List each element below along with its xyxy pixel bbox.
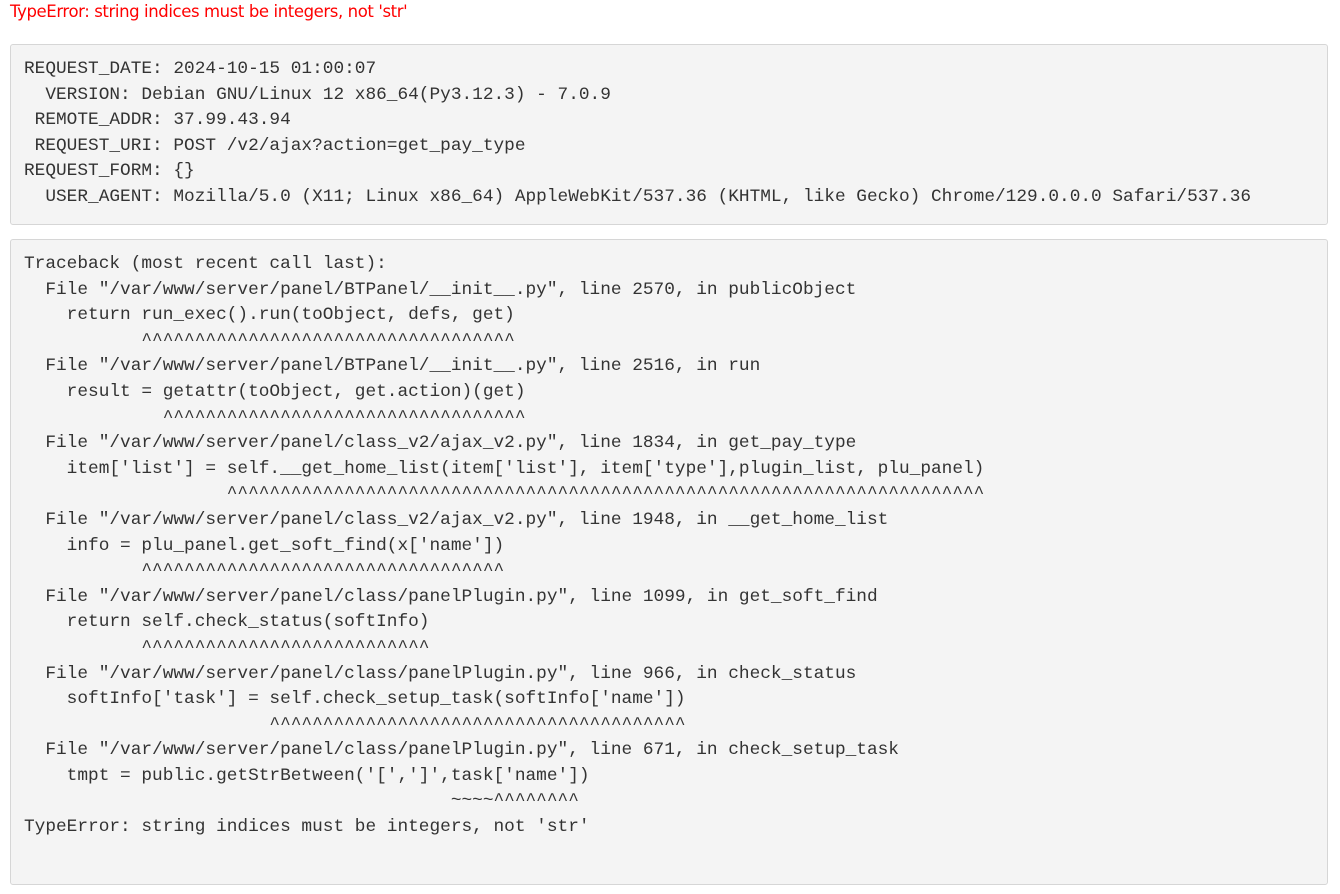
traceback-line: TypeError: string indices must be intege… (24, 817, 590, 838)
error-title: TypeError: string indices must be intege… (10, 2, 408, 21)
request-info-line: REQUEST_URI: POST /v2/ajax?action=get_pa… (24, 135, 526, 156)
traceback-line: softInfo['task'] = self.check_setup_task… (24, 689, 686, 710)
traceback-line: tmpt = public.getStrBetween('[',']',task… (24, 765, 590, 786)
traceback-line: ^^^^^^^^^^^^^^^^^^^^^^^^^^^^^^^^^^ (24, 561, 505, 582)
request-info-line: REMOTE_ADDR: 37.99.43.94 (24, 110, 291, 131)
request-info-line: REQUEST_FORM: {} (24, 161, 195, 182)
request-info-line: REQUEST_DATE: 2024-10-15 01:00:07 (24, 59, 377, 79)
traceback-line: ^^^^^^^^^^^^^^^^^^^^^^^^^^^^^^^^^^^^^^^ (24, 714, 686, 735)
traceback-line: File "/var/www/server/panel/class_v2/aja… (24, 509, 889, 530)
traceback-line: File "/var/www/server/panel/class/panelP… (24, 663, 857, 684)
traceback-line: ^^^^^^^^^^^^^^^^^^^^^^^^^^^ (24, 637, 430, 658)
traceback-line: result = getattr(toObject, get.action)(g… (24, 381, 526, 402)
traceback-line: ^^^^^^^^^^^^^^^^^^^^^^^^^^^^^^^^^^ (24, 407, 526, 428)
traceback-line: info = plu_panel.get_soft_find(x['name']… (24, 535, 505, 556)
traceback-line: ~~~~^^^^^^^^ (24, 791, 579, 812)
request-info-text: REQUEST_DATE: 2024-10-15 01:00:07 VERSIO… (24, 57, 1314, 211)
traceback-line: ^^^^^^^^^^^^^^^^^^^^^^^^^^^^^^^^^^^ (24, 330, 515, 351)
traceback-line: ^^^^^^^^^^^^^^^^^^^^^^^^^^^^^^^^^^^^^^^^… (24, 484, 985, 505)
traceback-text: Traceback (most recent call last): File … (24, 252, 1314, 841)
traceback-line: item['list'] = self.__get_home_list(item… (24, 458, 985, 479)
traceback-line: Traceback (most recent call last): (24, 254, 387, 274)
traceback-line: File "/var/www/server/panel/class_v2/aja… (24, 433, 857, 454)
traceback-line: return run_exec().run(toObject, defs, ge… (24, 305, 515, 326)
traceback-line: File "/var/www/server/panel/class/panelP… (24, 740, 899, 761)
traceback-line: return self.check_status(softInfo) (24, 612, 430, 633)
request-info-line: USER_AGENT: Mozilla/5.0 (X11; Linux x86_… (24, 186, 1252, 207)
traceback-line: File "/var/www/server/panel/BTPanel/__in… (24, 356, 761, 377)
request-info-panel: REQUEST_DATE: 2024-10-15 01:00:07 VERSIO… (10, 44, 1328, 225)
request-info-line: VERSION: Debian GNU/Linux 12 x86_64(Py3.… (24, 84, 611, 105)
traceback-line: File "/var/www/server/panel/class/panelP… (24, 586, 878, 607)
traceback-panel: Traceback (most recent call last): File … (10, 239, 1328, 885)
traceback-line: File "/var/www/server/panel/BTPanel/__in… (24, 279, 857, 300)
